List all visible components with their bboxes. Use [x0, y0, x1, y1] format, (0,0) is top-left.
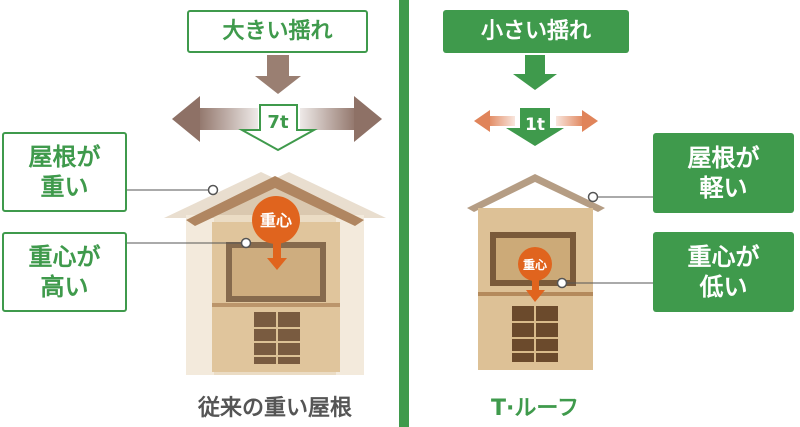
right-title-box: 小さい揺れ — [443, 10, 629, 53]
left-weight-arrow: 7t — [238, 104, 318, 152]
left-title-box: 大きい揺れ — [187, 10, 368, 53]
right-down-arrow — [513, 55, 557, 90]
right-house — [467, 174, 605, 370]
right-center-of-gravity: 重心 — [518, 247, 552, 302]
center-divider — [399, 0, 409, 427]
right-cog-label-box: 重心が 低い — [653, 232, 794, 312]
right-sway-arrow-left — [474, 110, 515, 132]
left-sway-arrow-left — [172, 96, 258, 142]
right-roof-leader — [587, 191, 653, 203]
left-center-of-gravity: 重心 — [252, 196, 300, 270]
left-center-badge: 重心 — [260, 211, 292, 230]
right-weight-label: 1t — [525, 115, 545, 135]
left-sway-arrow-right — [300, 96, 382, 142]
right-title: 小さい揺れ — [480, 18, 591, 44]
right-cog-leader — [556, 277, 653, 289]
left-roof-label-box: 屋根が 重い — [2, 132, 127, 212]
left-cog-label-box: 重心が 高い — [2, 232, 127, 312]
left-weight-label: 7t — [267, 112, 289, 133]
left-diagram: 7t 重心 — [127, 55, 386, 375]
right-diagram: 1t 重心 — [467, 55, 653, 370]
left-caption: 従来の重い屋根 — [197, 396, 352, 421]
left-title: 大きい揺れ — [222, 18, 333, 44]
right-roof-label: 屋根が 軽い — [687, 144, 760, 202]
left-cog-leader — [127, 237, 252, 249]
right-caption: T·ルーフ — [490, 396, 580, 421]
right-weight-arrow: 1t — [506, 108, 564, 146]
right-sway-arrow-right — [556, 110, 598, 132]
left-roof-label: 屋根が 重い — [28, 143, 101, 201]
right-center-badge: 重心 — [523, 257, 547, 272]
left-cog-label: 重心が 高い — [28, 243, 101, 301]
left-down-arrow — [255, 55, 301, 94]
right-cog-label: 重心が 低い — [687, 243, 760, 301]
left-roof-leader — [127, 184, 219, 196]
left-house — [164, 172, 386, 375]
right-roof-label-box: 屋根が 軽い — [653, 133, 794, 213]
